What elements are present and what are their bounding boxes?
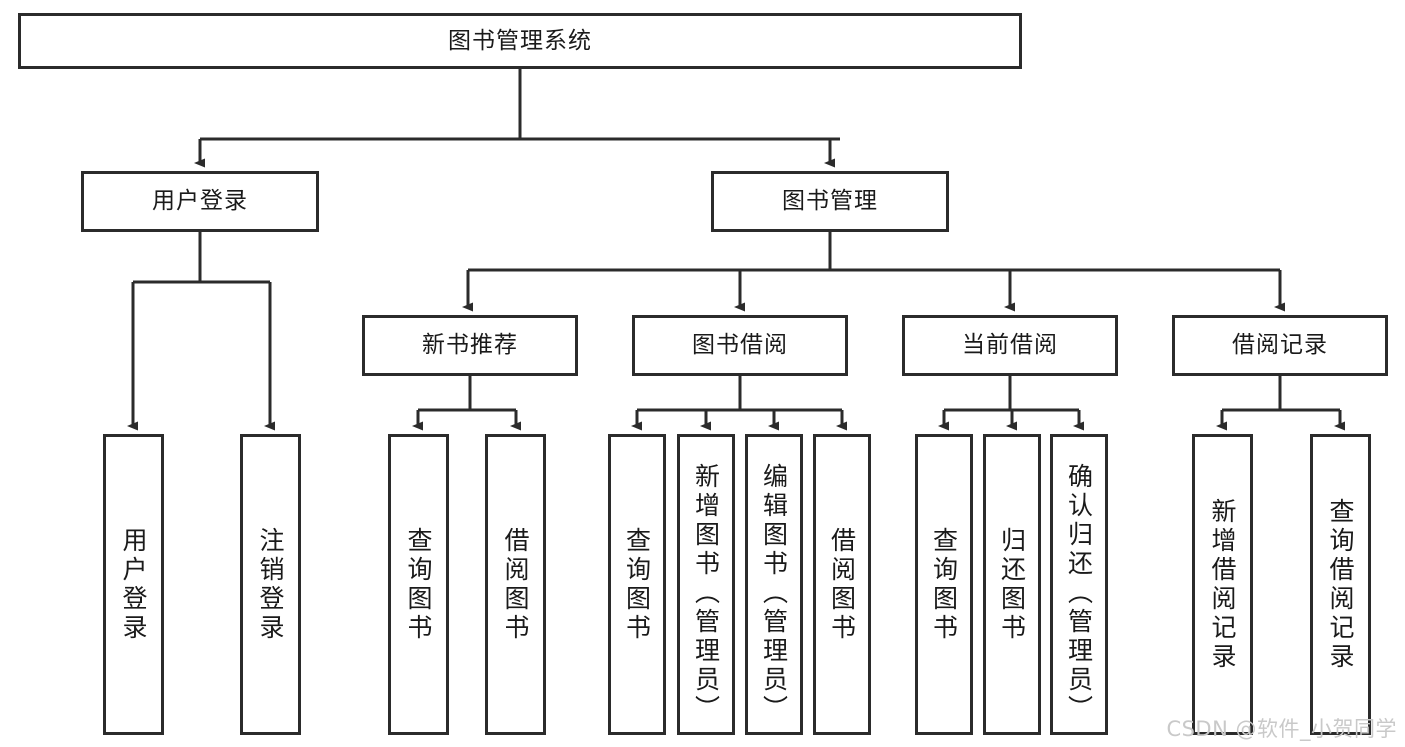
node-leaf-edit-book-admin-label: 编辑图书（管理员） [759, 463, 789, 724]
node-root-label: 图书管理系统 [448, 27, 592, 54]
node-leaf-edit-book-admin[interactable]: 编辑图书（管理员） [745, 434, 803, 735]
node-leaf-add-borrow-record[interactable]: 新增借阅记录 [1192, 434, 1253, 735]
node-leaf-add-book-admin[interactable]: 新增图书（管理员） [677, 434, 735, 735]
node-borrow-record[interactable]: 借阅记录 [1172, 315, 1388, 376]
node-leaf-borrow-book-2[interactable]: 借阅图书 [813, 434, 871, 735]
node-user-login[interactable]: 用户登录 [81, 171, 319, 232]
node-user-login-label: 用户登录 [152, 188, 248, 215]
node-leaf-add-book-admin-label: 新增图书（管理员） [691, 463, 721, 724]
csdn-watermark: CSDN @软件_小贺同学 [1166, 717, 1397, 741]
node-leaf-query-book-3[interactable]: 查询图书 [915, 434, 973, 735]
node-leaf-query-book-1[interactable]: 查询图书 [388, 434, 449, 735]
node-leaf-add-borrow-record-label: 新增借阅记录 [1208, 497, 1237, 672]
node-leaf-user-logout[interactable]: 注销登录 [240, 434, 301, 735]
node-book-borrow[interactable]: 图书借阅 [632, 315, 848, 376]
node-current-borrow[interactable]: 当前借阅 [902, 315, 1118, 376]
node-leaf-query-book-1-label: 查询图书 [404, 526, 433, 643]
node-leaf-return-book[interactable]: 归还图书 [983, 434, 1041, 735]
node-leaf-query-book-2-label: 查询图书 [622, 526, 652, 643]
node-leaf-query-book-2[interactable]: 查询图书 [608, 434, 666, 735]
node-book-manage-label: 图书管理 [782, 188, 878, 215]
node-leaf-borrow-book-1[interactable]: 借阅图书 [485, 434, 546, 735]
node-borrow-record-label: 借阅记录 [1232, 332, 1328, 359]
node-leaf-query-borrow-record[interactable]: 查询借阅记录 [1310, 434, 1371, 735]
node-leaf-query-book-3-label: 查询图书 [929, 526, 959, 643]
node-leaf-user-login[interactable]: 用户登录 [103, 434, 164, 735]
node-leaf-borrow-book-1-label: 借阅图书 [501, 526, 530, 643]
node-leaf-confirm-return-admin-label: 确认归还（管理员） [1064, 463, 1094, 724]
node-leaf-query-borrow-record-label: 查询借阅记录 [1326, 497, 1355, 672]
node-current-borrow-label: 当前借阅 [962, 332, 1058, 359]
node-root[interactable]: 图书管理系统 [18, 13, 1022, 69]
node-leaf-user-logout-label: 注销登录 [256, 526, 285, 643]
node-leaf-confirm-return-admin[interactable]: 确认归还（管理员） [1050, 434, 1108, 735]
node-new-book-recommend[interactable]: 新书推荐 [362, 315, 578, 376]
node-leaf-return-book-label: 归还图书 [997, 526, 1027, 643]
node-book-manage[interactable]: 图书管理 [711, 171, 949, 232]
node-book-borrow-label: 图书借阅 [692, 332, 788, 359]
node-leaf-borrow-book-2-label: 借阅图书 [827, 526, 857, 643]
node-leaf-user-login-label: 用户登录 [119, 526, 148, 643]
node-new-book-recommend-label: 新书推荐 [422, 332, 518, 359]
